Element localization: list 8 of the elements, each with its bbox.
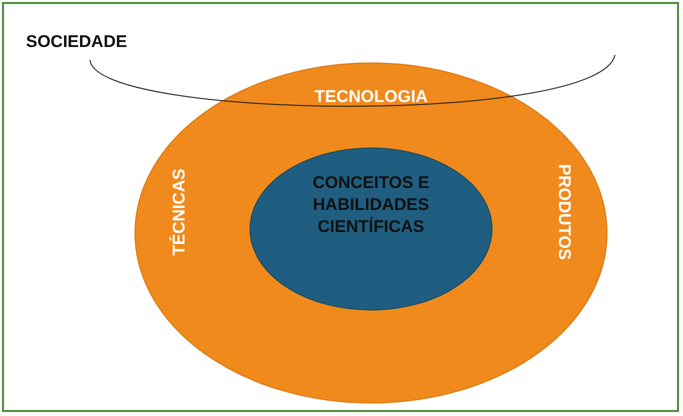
ellipse-label: TÉCNICAS: [168, 168, 189, 256]
title-label: SOCIEDADE: [26, 32, 128, 52]
outer-ellipse: [134, 62, 608, 404]
ellipse-label: PRODUTOS: [554, 164, 574, 260]
inner-ellipse: [249, 147, 493, 311]
ellipse-label: CONCEITOS E HABILIDADES CIENTÍFICAS: [312, 172, 430, 238]
frame: [2, 2, 679, 412]
ellipse-label: TECNOLOGIA: [314, 87, 428, 107]
